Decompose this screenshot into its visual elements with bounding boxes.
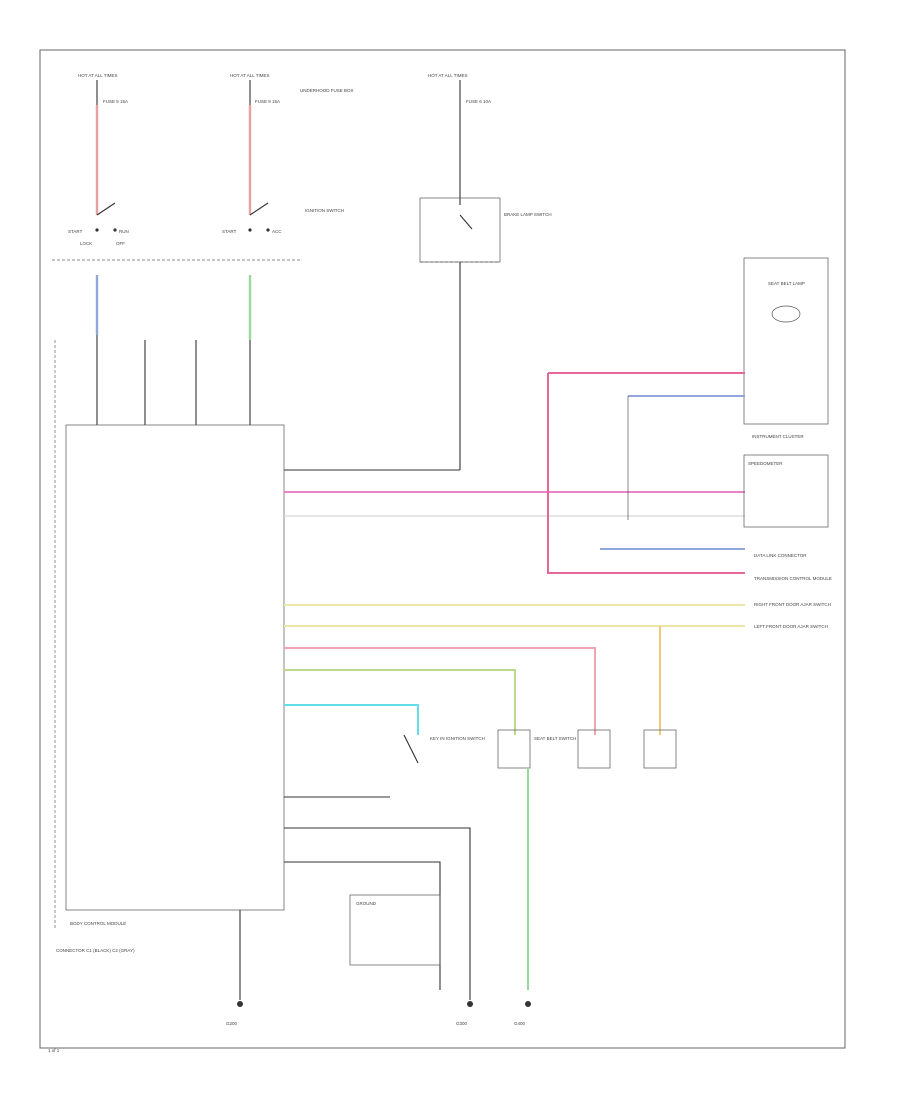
ignition-switch-pole-left-2 (113, 228, 117, 232)
ignition-switch-pole-mid (248, 228, 252, 232)
speedometer-box (743, 454, 829, 528)
seat-belt-lamp-label: SEAT BELT LAMP (768, 281, 805, 286)
speedometer-label: SPEEDOMETER (748, 461, 783, 466)
data-link-label: DATA LINK CONNECTOR (754, 553, 807, 558)
brake-switch-contact (459, 214, 473, 230)
seat-belt-switch-label: SEAT BELT SWITCH (534, 736, 576, 741)
brake-switch-box (419, 197, 501, 263)
ground-g2-label: G300 (456, 1021, 468, 1026)
ground-note-box (349, 894, 441, 966)
ground-point-g1 (237, 1001, 243, 1007)
left-door-switch-box (643, 729, 677, 769)
wire-pink-to-right-door (284, 647, 596, 735)
ignition-switch-label: IGNITION SWITCH (305, 208, 344, 213)
fuse-mid-hot-label: HOT AT ALL TIMES (230, 73, 270, 78)
ignition-start-mid: START (222, 229, 237, 234)
fuse-right-label: FUSE 6 10A (466, 99, 491, 104)
ignition-lock-left: LOCK (80, 241, 92, 246)
ignition-switch-pole-mid-2 (266, 228, 270, 232)
ignition-switch-pole-left (95, 228, 99, 232)
wire-cyan-to-key-switch (284, 704, 419, 735)
page-reference: 1 of 1 (48, 1048, 60, 1053)
ground-g3-label: G400 (514, 1021, 526, 1026)
ground-g1-label: G200 (226, 1021, 238, 1026)
seat-belt-lamp-icon (771, 305, 801, 323)
ignition-run-left: RUN (119, 229, 129, 234)
wire-ground-3 (284, 861, 441, 990)
ignition-acc-mid: ACC (272, 229, 282, 234)
instrument-cluster-box (743, 257, 829, 425)
right-door-label: RIGHT FRONT DOOR AJAR SWITCH (754, 602, 831, 607)
brake-switch-label: BRAKE LAMP SWITCH (504, 212, 552, 217)
key-switch-contact (403, 734, 419, 764)
ground-point-g3 (525, 1001, 531, 1007)
ignition-switch-contact-left (96, 202, 116, 216)
wire-olive-to-seat-belt (284, 669, 516, 735)
fuse-left-hot-label: HOT AT ALL TIMES (78, 73, 118, 78)
right-door-switch-box (577, 729, 611, 769)
bcm-label: BODY CONTROL MODULE (70, 921, 126, 926)
ground-label: GROUND (356, 901, 377, 906)
fuse-left-label: FUSE 5 15A (103, 99, 128, 104)
wire-magenta-loop (547, 373, 745, 574)
fuse-mid-label: FUSE 9 15A (255, 99, 280, 104)
left-door-label: LEFT FRONT DOOR AJAR SWITCH (754, 624, 828, 629)
wire-ground-2 (284, 827, 471, 1000)
ignition-switch-contact-mid (249, 202, 269, 216)
ignition-off-left: OFF (116, 241, 125, 246)
bcm-box (65, 424, 285, 911)
ignition-start-left: START (68, 229, 83, 234)
seat-belt-switch-box (497, 729, 531, 769)
underhood-fuse-box-label: UNDERHOOD FUSE BOX (300, 88, 354, 93)
instrument-cluster-label: INSTRUMENT CLUSTER (752, 434, 804, 439)
key-switch-label: KEY IN IGNITION SWITCH (430, 736, 485, 741)
tcm-label: TRANSMISSION CONTROL MODULE (754, 576, 832, 581)
ground-point-g2 (467, 1001, 473, 1007)
diagram-frame (39, 49, 846, 1049)
connector-note: CONNECTOR C1 (BLACK) C2 (GRAY) (56, 948, 135, 953)
fuse-right-hot-label: HOT AT ALL TIMES (428, 73, 468, 78)
